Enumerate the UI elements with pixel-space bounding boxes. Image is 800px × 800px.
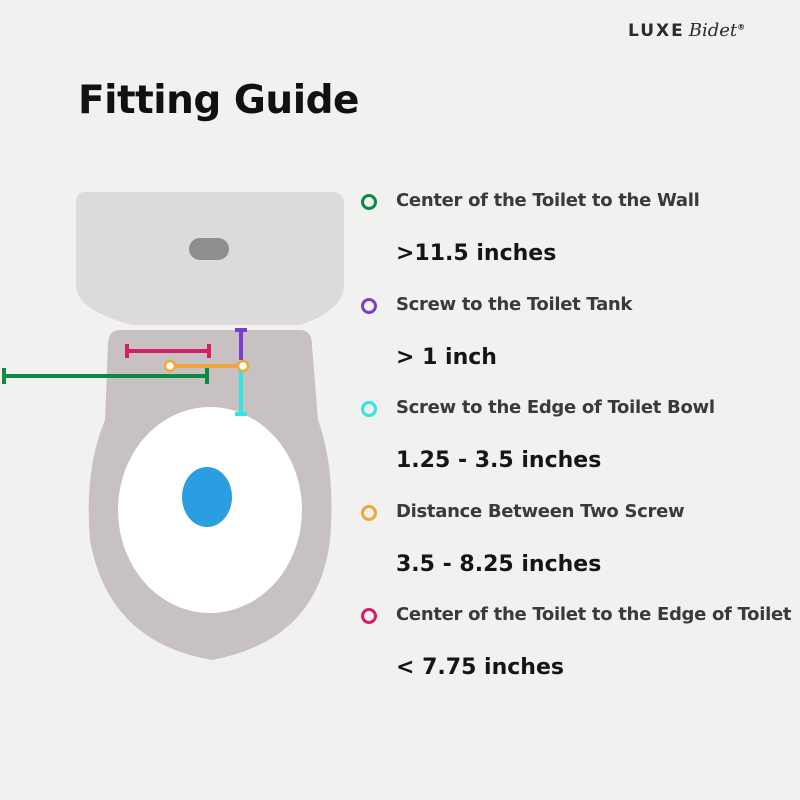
- measurement-legend: Center of the Toilet to the Wall >11.5 in…: [358, 184, 792, 702]
- cyan-ring-icon: [361, 401, 377, 417]
- legend-value: > 1 inch: [396, 344, 497, 370]
- purple-measurement-line: [235, 328, 247, 360]
- legend-item: Distance Between Two Screw 3.5 - 8.25 inc…: [358, 495, 788, 599]
- legend-label: Center of the Toilet to the Wall: [396, 190, 700, 211]
- magenta-ring-icon: [361, 608, 377, 624]
- orange-ring-icon: [361, 504, 377, 521]
- brand-script: Bidet: [688, 20, 738, 41]
- purple-ring-icon: [361, 297, 377, 314]
- page-title: Fitting Guide: [78, 78, 359, 123]
- legend-item: Center of the Toilet to the Edge of Toil…: [358, 598, 792, 702]
- toilet-water: [182, 467, 232, 527]
- legend-item: Screw to the Toilet Tank > 1 inch: [358, 288, 788, 392]
- legend-value: >11.5 inches: [396, 241, 557, 266]
- brand-mark: ®: [737, 22, 748, 32]
- green-ring-icon: [361, 194, 377, 210]
- legend-label: Distance Between Two Screw: [396, 500, 685, 522]
- legend-label: Screw to the Toilet Tank: [396, 293, 633, 315]
- legend-value: 1.25 - 3.5 inches: [396, 448, 602, 473]
- legend-label: Center of the Toilet to the Edge of Toil…: [396, 604, 792, 625]
- legend-item: Center of the Toilet to the Wall >11.5 in…: [358, 184, 788, 288]
- screw-right-icon: [236, 359, 250, 373]
- legend-item: Screw to the Edge of Toilet Bowl 1.25 - 3…: [358, 391, 788, 495]
- screw-left-icon: [163, 359, 177, 373]
- legend-value: < 7.75 inches: [396, 655, 564, 680]
- cyan-measurement-line: [235, 368, 247, 416]
- legend-label: Screw to the Edge of Toilet Bowl: [396, 397, 715, 418]
- legend-value: 3.5 - 8.25 inches: [396, 551, 602, 577]
- magenta-measurement-line: [125, 344, 211, 358]
- flush-button-icon: [189, 238, 229, 260]
- green-measurement-line: [2, 368, 209, 384]
- brand-name: LUXE: [628, 21, 685, 41]
